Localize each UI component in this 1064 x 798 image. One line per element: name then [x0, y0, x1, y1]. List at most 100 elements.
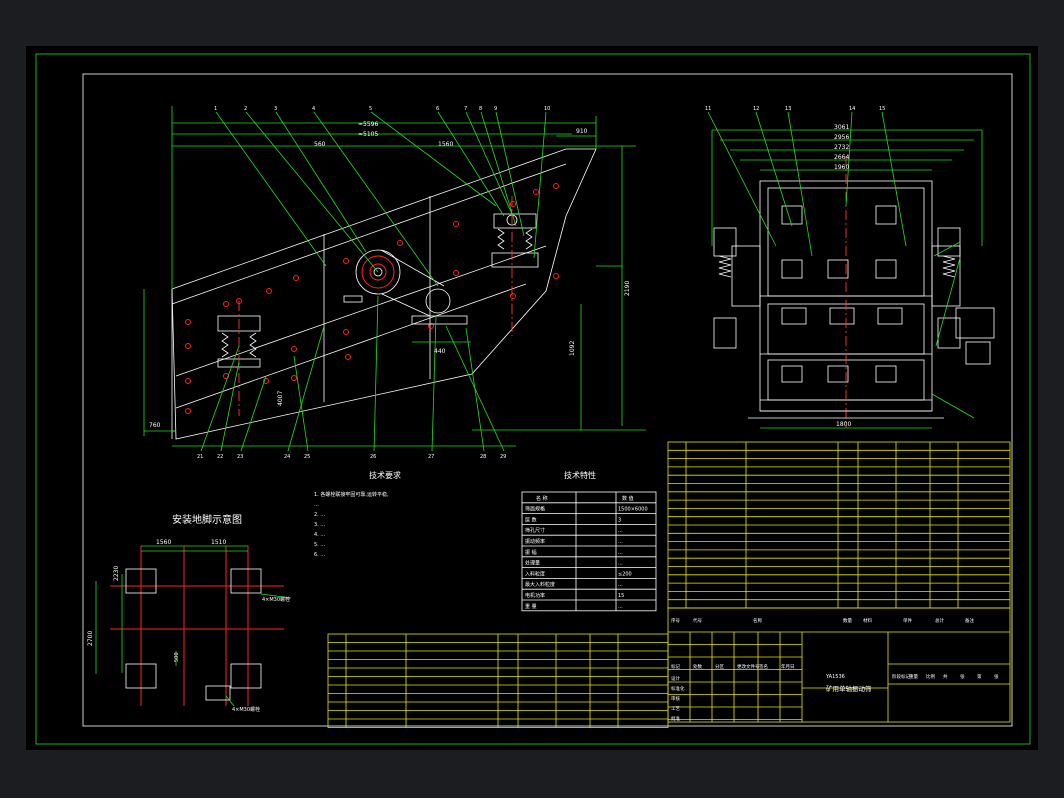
side-dim-value: 2956	[834, 134, 849, 141]
install-bolt-note-1: 4×M30螺栓	[262, 596, 290, 603]
titleblock-label: 批准	[671, 715, 680, 722]
side-part-balloon: 12	[753, 106, 759, 112]
side-dim-value: 2664	[834, 154, 849, 161]
dim-1560: 1560	[438, 141, 453, 148]
dim-body-length: ≈5105	[358, 131, 378, 138]
side-part-balloon: 15	[879, 106, 885, 112]
install-dim-2230: 2230	[113, 566, 120, 581]
install-offset: 500	[174, 652, 180, 662]
dim-2190: 2190	[624, 281, 631, 296]
anchor-pads	[125, 568, 262, 701]
tech-char-value: ...	[618, 539, 623, 545]
exciter-wheel	[355, 249, 401, 295]
bom-header: 总计	[935, 617, 944, 624]
tech-char-value: ...	[618, 561, 623, 567]
part-balloon-bottom: 25	[304, 454, 310, 460]
bom-header: 代号	[693, 617, 702, 624]
leader-lines-top	[215, 111, 547, 287]
tech-char-name: 处理量	[525, 560, 540, 567]
bom-header: 材料	[863, 617, 872, 624]
install-dim-lines	[95, 545, 292, 707]
dim-overall-length: ≈5596	[358, 121, 378, 128]
titleblock-label: 签名	[759, 663, 768, 670]
motor-base	[411, 315, 468, 325]
side-part-balloon: 14	[849, 106, 855, 112]
tech-req-line: 2. ...	[314, 512, 326, 518]
titleblock-label: 阶段标记	[892, 673, 910, 680]
dim-560: 560	[314, 141, 326, 148]
titleblock-label: 张	[994, 673, 999, 680]
outer-frame	[35, 53, 1031, 745]
part-balloon-top: 5	[369, 106, 372, 112]
install-bolt-note-2: 4×M30螺栓	[232, 706, 260, 713]
part-balloon-bottom: 23	[237, 454, 243, 460]
tech-char-header: 名 称	[536, 495, 548, 502]
tech-req-lines: 1. 各螺栓联接牢固可靠,运转平稳, ...2. ...3. ...4. ...…	[314, 491, 389, 558]
tech-req-line: 3. ...	[314, 522, 326, 528]
drawing-sheet: ≈5596 ≈5105 560 1560 910 1092 440 2190 7…	[26, 46, 1038, 750]
screen-mesh-grids	[781, 205, 903, 383]
dim-760: 760	[149, 422, 161, 429]
titleblock-label: 更改文件号	[737, 663, 760, 670]
titleblock-label: 比例	[926, 673, 935, 680]
titleblock-label: 审核	[671, 695, 680, 702]
tech-char-value: 15	[618, 593, 624, 599]
bom-table-upper	[667, 441, 1011, 609]
bom-header: 序号	[671, 617, 680, 624]
tech-char-value: 1500×6000	[618, 507, 648, 513]
bom-header: 单件	[903, 617, 912, 624]
install-diagram: 安装地脚示意图 1560 1510 2700 2230 4×M30螺栓 4×M3…	[87, 513, 292, 713]
tech-char-value: 3	[618, 517, 621, 523]
tech-req-line: 6. ...	[314, 552, 326, 558]
tech-char-value: ...	[618, 528, 623, 534]
install-dim-1510: 1510	[211, 539, 226, 546]
part-balloon-top: 4	[312, 106, 315, 112]
tech-char-value: ...	[618, 550, 623, 556]
part-balloon-top: 1	[214, 106, 217, 112]
tech-char-name: 入料粒度	[525, 570, 545, 577]
dim-440: 440	[434, 348, 446, 355]
drive-motor	[955, 307, 995, 339]
tech-char-name: 振 幅	[525, 549, 537, 556]
drawing-code: YA1536	[825, 674, 845, 680]
cad-drawing: ≈5596 ≈5105 560 1560 910 1092 440 2190 7…	[35, 53, 1031, 745]
side-dim-width: 1800	[836, 421, 851, 428]
side-dim-value: 1960	[834, 164, 849, 171]
deck-line-2	[175, 245, 547, 377]
spring-support-left	[217, 301, 261, 416]
part-balloon-top: 3	[274, 106, 277, 112]
part-balloon-bottom: 24	[284, 454, 290, 460]
tech-char-name: 最大入料粒度	[525, 581, 555, 588]
tech-req-line: 4. ...	[314, 532, 326, 538]
titleblock-label: 工艺	[671, 706, 680, 712]
motor-pulley	[425, 288, 451, 314]
side-part-balloon: 11	[705, 106, 711, 112]
dimension-lines	[143, 106, 646, 447]
tech-char-title: 技术特性	[564, 470, 596, 480]
part-balloon-bottom: 26	[370, 454, 376, 460]
tech-char-value: ...	[618, 582, 623, 588]
part-balloon-bottom: 29	[500, 454, 506, 460]
side-dimension-lines	[711, 129, 983, 429]
tech-char-name: 筛孔尺寸	[525, 527, 545, 534]
tech-char-name: 重 量	[525, 603, 537, 610]
install-dim-1560: 1560	[156, 539, 171, 546]
part-balloon-top: 2	[244, 106, 247, 112]
titleblock-label: 年月日	[781, 663, 795, 670]
front-view	[143, 106, 646, 452]
tech-req-line: 1. 各螺栓联接牢固可靠,运转平稳,	[314, 491, 389, 498]
drawing-title: 矿用单轴振动筛	[826, 684, 872, 693]
titleblock-label: 重量	[909, 673, 918, 680]
belt-drive-lower	[381, 293, 431, 317]
part-balloon-top: 10	[544, 106, 550, 112]
titleblock-label: 标记	[671, 663, 680, 670]
part-balloon-top: 8	[479, 106, 482, 112]
titleblock-label: 处数	[693, 663, 702, 670]
tech-char-name: 层 数	[525, 516, 537, 523]
titleblock-label: 标准化	[671, 685, 685, 692]
deck-line-3	[175, 283, 527, 409]
screen-body-outline	[171, 148, 597, 440]
